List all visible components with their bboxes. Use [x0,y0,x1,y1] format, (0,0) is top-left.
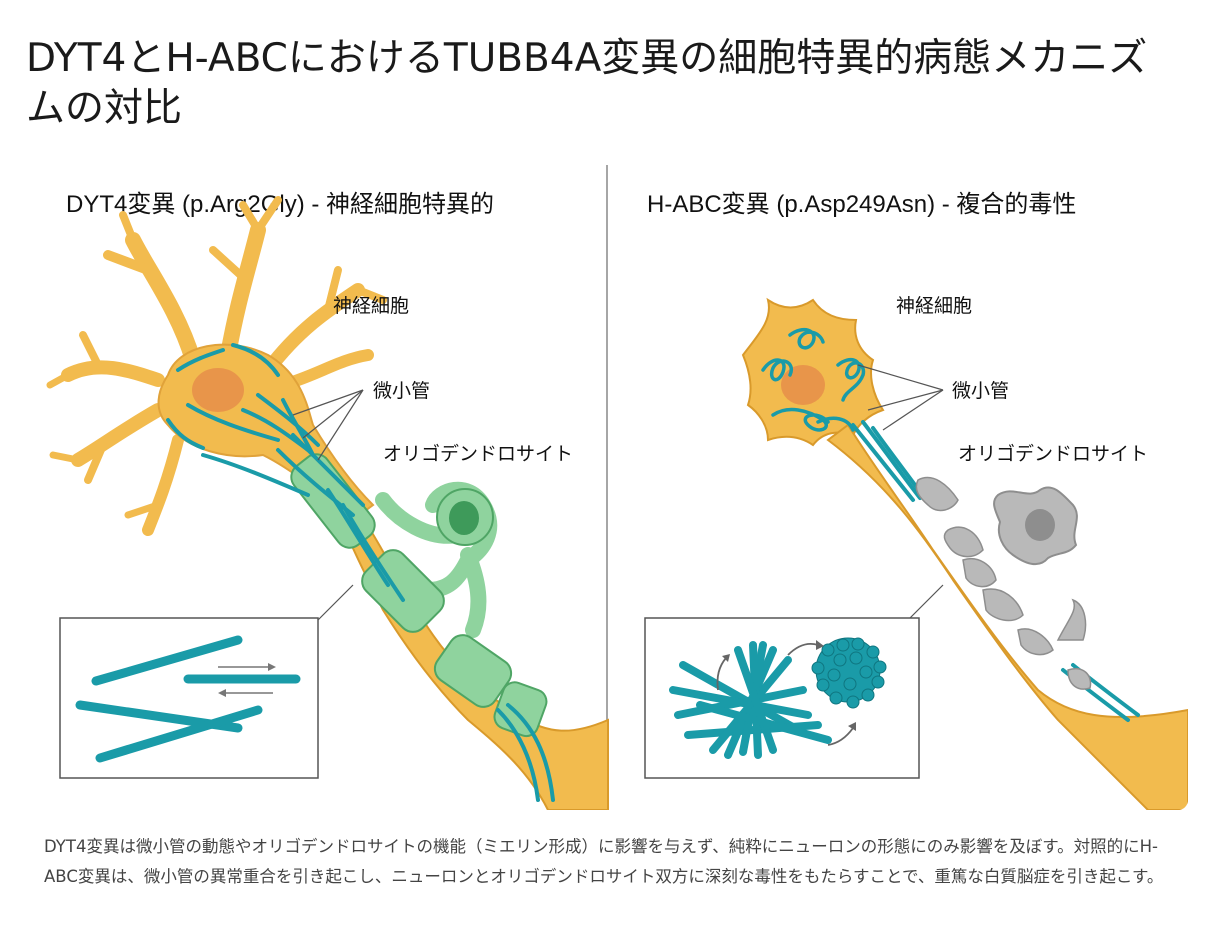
right-damaged-myelin [915,476,1092,690]
left-label-oligodendrocyte: オリゴデンドロサイト [383,443,573,465]
right-inset-microtubule-bundle [669,641,832,759]
right-panel: H-ABC変異 (p.Asp249Asn) - 複合的毒性 [644,191,1188,810]
right-inset-microtubule-aggregate [811,637,887,709]
left-label-microtubule: 微小管 [373,380,430,402]
left-oligodendrocyte [375,481,498,638]
left-panel: DYT4変異 (p.Arg2Gly) - 神経細胞特異的 [46,191,609,810]
right-label-neuron: 神経細胞 [896,295,972,317]
right-inset-pointer [907,584,944,621]
left-inset-box [59,617,319,779]
left-inset-arrows [218,663,276,697]
left-microtubule-leader [292,389,364,461]
left-microtubules [166,343,555,802]
right-inset-arrows [716,640,856,746]
left-inset-microtubules [75,635,301,763]
right-oligodendrocyte-damaged [993,486,1078,566]
left-panel-heading: DYT4変異 (p.Arg2Gly) - 神経細胞特異的 [66,191,494,218]
right-panel-heading: H-ABC変異 (p.Asp249Asn) - 複合的毒性 [647,191,1076,218]
right-neuron-nucleus [781,365,825,405]
right-label-microtubule: 微小管 [952,380,1009,402]
comparison-figure: DYT4変異 (p.Arg2Gly) - 神経細胞特異的 [28,160,1188,810]
left-neuron-nucleus [192,368,244,412]
left-oligodendrocyte-nucleus [449,501,479,535]
left-neuron-dendrites [46,196,387,536]
right-microtubule-aggregates [761,327,866,432]
left-label-neuron: 神経細胞 [333,295,409,317]
figure-caption: DYT4変異は微小管の動態やオリゴデンドロサイトの機能（ミエリン形成）に影響を与… [44,837,1164,886]
right-microtubule-leader [857,364,944,431]
right-axon [826,423,1188,810]
right-label-oligodendrocyte: オリゴデンドロサイト [958,443,1148,465]
page-title: DYT4とH-ABCにおけるTUBB4A変異の細胞特異的病態メカニズムの対比 [26,36,1148,131]
left-inset-pointer [317,584,354,621]
